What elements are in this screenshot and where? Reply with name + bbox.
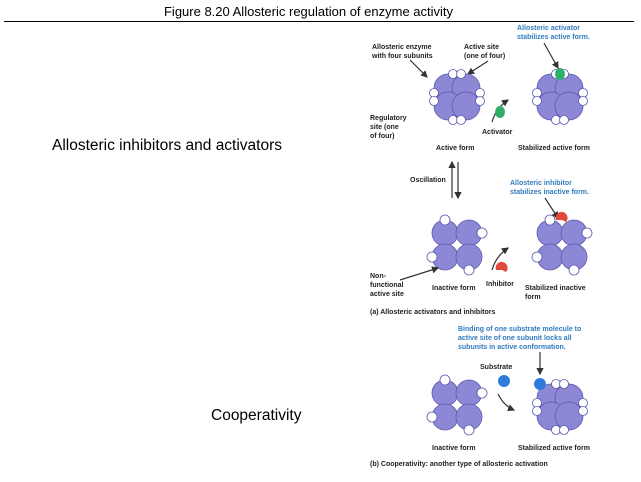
label-regulatory-site-3: of four)	[370, 133, 395, 140]
label-inhibitor: Inhibitor	[486, 281, 514, 288]
enzyme-pointer	[409, 59, 428, 78]
label-regulatory-site-1: Regulatory	[370, 115, 407, 122]
slide-title: Figure 8.20 Allosteric regulation of enz…	[163, 4, 454, 19]
bound-inhibitor	[555, 211, 568, 222]
activator-note-arrow	[543, 42, 559, 70]
label-stabilized-active-form: Stabilized active form	[518, 145, 590, 152]
label-substrate: Substrate	[480, 364, 512, 371]
enzyme-inactive-form-b	[426, 374, 488, 436]
bound-activator	[555, 68, 565, 80]
note-inhibitor-1: Allosteric inhibitor	[510, 180, 572, 187]
nonfunctional-pointer	[399, 266, 440, 281]
label-active-form: Active form	[436, 145, 475, 152]
active-site-pointer	[466, 60, 489, 75]
label-allosteric-enzyme-1: Allosteric enzyme	[372, 44, 432, 51]
enzyme-stabilized-inactive	[531, 214, 593, 276]
inhibitor-molecule	[495, 261, 508, 272]
title-rule	[4, 21, 634, 22]
substrate-molecule	[498, 375, 510, 387]
allosteric-regulation-figure: Allosteric enzyme with four subunits Act…	[370, 25, 593, 468]
note-activator-1: Allosteric activator	[517, 25, 580, 32]
note-activator-2: stabilizes active form.	[517, 34, 590, 41]
label-stabilized-inactive-1: Stabilized inactive	[525, 285, 586, 292]
label-stabilized-inactive-2: form	[525, 294, 541, 301]
caption-part-b: (b) Cooperativity: another type of allos…	[370, 461, 548, 468]
label-stabilized-active-form-b: Stabilized active form	[518, 445, 590, 452]
label-active-site-2: (one of four)	[464, 53, 505, 60]
heading-cooperativity: Cooperativity	[211, 407, 302, 424]
enzyme-active-form	[429, 69, 485, 125]
note-substrate-3: subunits in active conformation.	[458, 344, 566, 351]
inhibitor-note-arrow	[544, 197, 559, 220]
label-activator: Activator	[482, 129, 513, 136]
label-active-site-1: Active site	[464, 44, 499, 51]
bound-substrate	[534, 378, 546, 390]
label-nonfunctional-2: functional	[370, 282, 403, 289]
label-oscillation: Oscillation	[410, 177, 446, 184]
label-nonfunctional-3: active site	[370, 291, 404, 298]
note-substrate-2: active site of one subunit locks all	[458, 335, 572, 342]
label-inactive-form-b: Inactive form	[432, 445, 476, 452]
caption-part-a: (a) Allosteric activators and inhibitors	[370, 309, 495, 316]
label-regulatory-site-2: site (one	[370, 124, 399, 131]
label-nonfunctional-1: Non-	[370, 273, 387, 280]
heading-allosteric-inhibitors-activators: Allosteric inhibitors and activators	[52, 137, 283, 154]
label-inactive-form-a: Inactive form	[432, 285, 476, 292]
label-allosteric-enzyme-2: with four subunits	[371, 53, 433, 60]
reaction-arrow-inhibitor	[491, 247, 509, 271]
activator-molecule	[495, 106, 505, 118]
enzyme-inactive-form	[426, 214, 488, 276]
note-inhibitor-2: stabilizes inactive form.	[510, 189, 589, 196]
note-substrate-1: Binding of one substrate molecule to	[458, 326, 581, 333]
reaction-arrow-substrate	[497, 393, 516, 412]
